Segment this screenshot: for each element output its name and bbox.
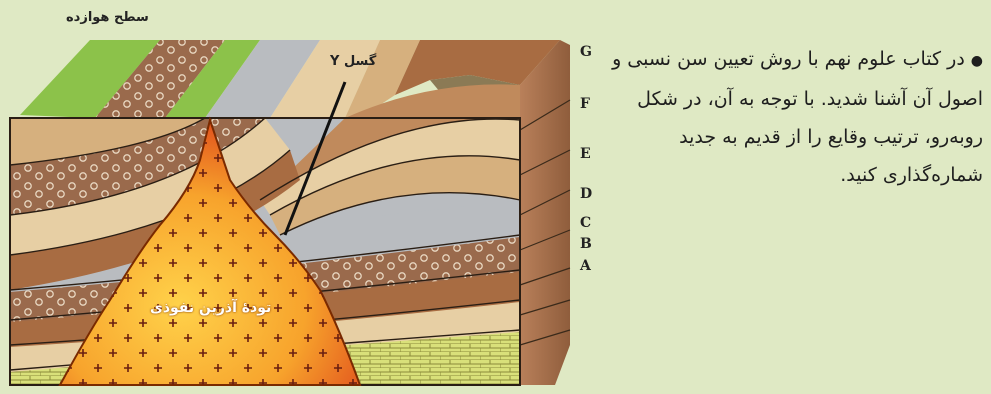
block-diagram bbox=[0, 0, 600, 390]
layer-label-g: G bbox=[580, 44, 592, 60]
layer-label-c: C bbox=[580, 215, 591, 231]
right-side-face bbox=[520, 40, 570, 385]
question-text: در کتاب علوم نهم با روش تعیین سن نسبی و … bbox=[612, 48, 983, 186]
layer-label-b: B bbox=[580, 236, 592, 252]
fault-label: گسل Y bbox=[330, 54, 376, 69]
geologic-cross-section-figure: سطح هوازده گسل Y تودۀ آذرین نفوذی G F E … bbox=[0, 0, 600, 390]
bullet-icon: ● bbox=[971, 53, 983, 69]
layer-label-d: D bbox=[580, 186, 592, 202]
erosion-surface-label: سطح هوازده bbox=[66, 10, 149, 25]
layer-label-e: E bbox=[580, 146, 591, 162]
layer-label-a: A bbox=[580, 258, 591, 274]
intrusion-label: تودۀ آذرین نفوذی bbox=[150, 300, 271, 316]
question-text-block: ●در کتاب علوم نهم با روش تعیین سن نسبی و… bbox=[603, 40, 983, 194]
layer-label-f: F bbox=[580, 96, 590, 112]
